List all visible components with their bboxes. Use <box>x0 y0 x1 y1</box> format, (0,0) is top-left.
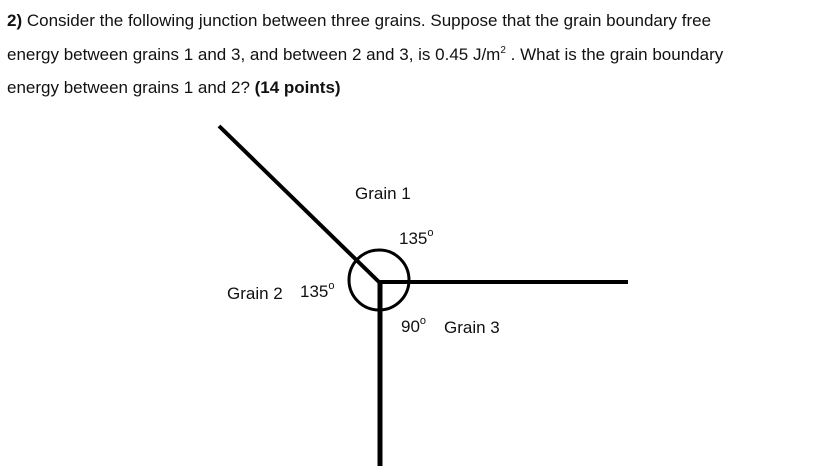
grain-3-label: Grain 3 <box>444 318 500 337</box>
angle-1-2-label: 135o <box>300 280 335 302</box>
question-text: 2) Consider the following junction betwe… <box>7 4 837 105</box>
grain-2-label: Grain 2 <box>227 284 283 303</box>
points-label: (14 points) <box>254 78 341 97</box>
question-line-2: energy between grains 1 and 3, and betwe… <box>7 44 724 64</box>
boundary-1-2 <box>217 124 381 284</box>
question-line-3: energy between grains 1 and 2? (14 point… <box>7 78 341 97</box>
question-line-1: 2) Consider the following junction betwe… <box>7 11 712 30</box>
junction-circle <box>347 248 411 312</box>
angle-2-3-label: 90o <box>401 315 427 337</box>
grain-1-label: Grain 1 <box>355 184 411 203</box>
angle-1-3-label: 135o <box>399 227 434 249</box>
question-number: 2) <box>7 11 23 30</box>
